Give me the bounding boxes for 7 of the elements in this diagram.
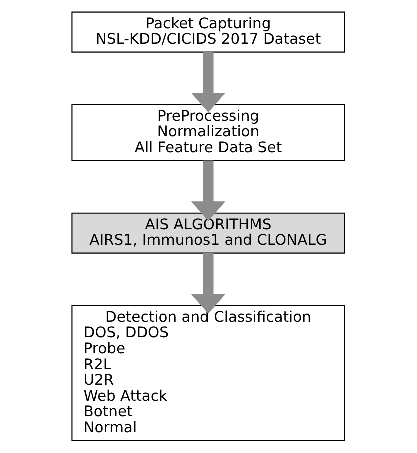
arrow — [191, 160, 226, 222]
arrow — [191, 254, 226, 314]
node-box: PreProcessing Normalization All Feature Data Set — [72, 104, 346, 162]
node-box: Packet Capturing NSL-KDD/CICIDS 2017 Dataset — [72, 12, 346, 53]
node-box: AIS ALGORITHMS AIRS1, Immunos1 and CLONALG — [72, 212, 346, 254]
arrow — [191, 52, 226, 113]
node-box: Detection and Classification DOS, DDOS Probe R2L U2R Web Attack Botnet Normal — [72, 305, 346, 442]
